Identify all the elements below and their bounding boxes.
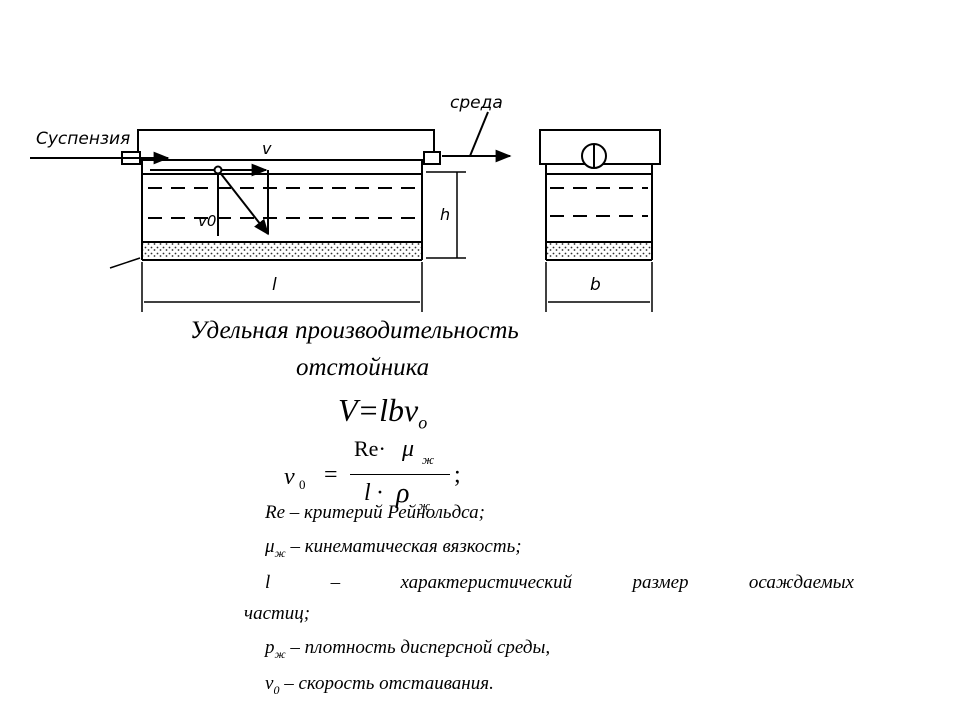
tank-end-view	[539, 129, 661, 312]
label-suspension: Суспензия	[36, 129, 130, 149]
legend-rho: pж – плотность дисперсной среды,	[265, 637, 550, 662]
v0-den-rho: ρ	[396, 478, 410, 509]
v0-num-re: Re·	[354, 436, 386, 461]
v0-semicolon: ;	[454, 462, 461, 488]
label-b: b	[590, 275, 601, 295]
label-v: v	[262, 139, 272, 158]
main-formula-lhs: V=lbv	[338, 392, 419, 428]
legend-v0: v0 – скорость отстаивания.	[265, 673, 494, 698]
v0-lhs-var: v	[284, 464, 295, 490]
legend-mu-text: – кинематическая вязкость;	[285, 536, 522, 557]
main-formula: V=lbvo	[338, 392, 427, 433]
label-l: l	[272, 275, 277, 295]
v0-lhs-sub: 0	[299, 477, 306, 492]
legend-re: Re – критерий Рейнольдса;	[265, 502, 485, 523]
label-medium: среда	[450, 93, 503, 113]
title-line-1: Удельная производительность	[190, 317, 519, 344]
settling-tank-diagram: Суспензия среда v v0 h l b	[30, 93, 661, 312]
label-v0: v0	[198, 212, 216, 230]
fraction-bar	[350, 474, 450, 475]
main-formula-sub: o	[418, 412, 428, 433]
legend-v0-sub: 0	[273, 682, 280, 697]
v0-num-mu: μ	[402, 436, 415, 462]
legend-v0-symbol: v	[265, 673, 274, 694]
label-h: h	[440, 205, 450, 224]
legend-l: l – характеристический размер осаждаемых	[265, 572, 854, 593]
tank-side-view	[30, 111, 512, 312]
v0-den-l: l ·	[364, 480, 383, 506]
legend-rho-symbol: p	[265, 637, 275, 658]
v0-equals: =	[324, 462, 338, 488]
legend-v0-text: – скорость отстаивания.	[279, 673, 494, 694]
v0-formula: v 0 = Re· μ ж l · ρ ж ;	[284, 434, 484, 520]
legend-mu: μж – кинематическая вязкость;	[265, 536, 522, 561]
legend-mu-sub: ж	[274, 545, 286, 560]
legend-l-cont: частиц;	[244, 603, 311, 624]
v0-num-mu-sub: ж	[422, 452, 435, 467]
title-line-2: отстойника	[296, 354, 430, 381]
legend-rho-sub: ж	[274, 646, 286, 661]
legend-rho-text: – плотность дисперсной среды,	[285, 637, 551, 658]
legend-mu-symbol: μ	[265, 536, 275, 557]
v0-den-rho-sub: ж	[418, 498, 431, 513]
